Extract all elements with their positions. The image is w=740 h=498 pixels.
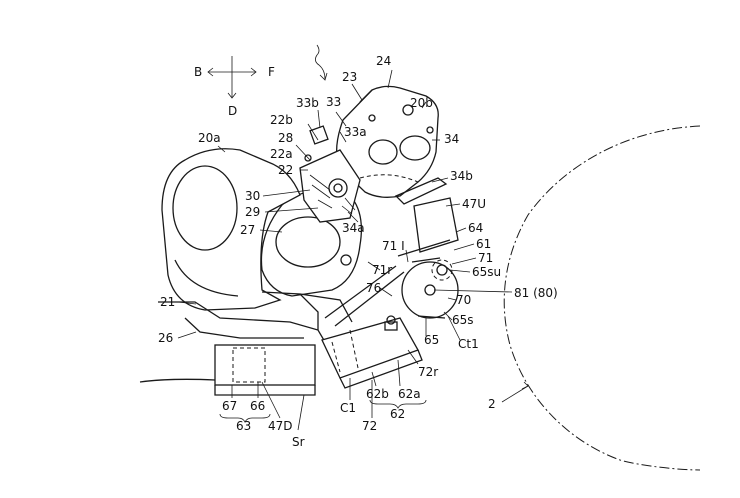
label-65: 65: [424, 333, 439, 347]
label-34a: 34a: [342, 221, 365, 235]
sprocket-70: [402, 258, 458, 318]
label-Sr: Sr: [292, 435, 305, 449]
label-63: 63: [236, 419, 251, 433]
label-20b: 20b: [410, 96, 433, 110]
label-62: 62: [390, 407, 405, 421]
label-29: 29: [245, 205, 260, 219]
label-20a: 20a: [198, 131, 221, 145]
label-66: 66: [250, 399, 265, 413]
label-24: 24: [376, 54, 391, 68]
squiggle-arrow: [315, 45, 325, 79]
label-81: 81 (80): [514, 286, 558, 300]
label-62b: 62b: [366, 387, 389, 401]
label-front: F: [268, 65, 275, 79]
label-down: D: [228, 104, 237, 118]
squiggle-arrow-head: [320, 73, 327, 80]
label-33: 33: [326, 95, 341, 109]
label-71I: 71 I: [382, 239, 405, 253]
label-67: 67: [222, 399, 237, 413]
label-64: 64: [468, 221, 483, 235]
label-72r: 72r: [418, 365, 438, 379]
label-65su: 65su: [472, 265, 501, 279]
label-33b: 33b: [296, 96, 319, 110]
unit-62: [322, 316, 422, 388]
label-30: 30: [245, 189, 260, 203]
label-71: 71: [478, 251, 493, 265]
label-27: 27: [240, 223, 255, 237]
label-34: 34: [444, 132, 459, 146]
label-34b: 34b: [450, 169, 473, 183]
label-22a: 22a: [270, 147, 293, 161]
label-2: 2: [488, 397, 496, 411]
label-71r: 71r: [372, 263, 392, 277]
label-70: 70: [456, 293, 471, 307]
label-22: 22: [278, 163, 293, 177]
label-28: 28: [278, 131, 293, 145]
label-76: 76: [366, 281, 381, 295]
label-61: 61: [476, 237, 491, 251]
label-21: 21: [160, 295, 175, 309]
label-47D: 47D: [268, 419, 293, 433]
label-33a: 33a: [344, 125, 367, 139]
label-back: B: [194, 65, 202, 79]
direction-legend: B F D: [194, 56, 275, 118]
label-26: 26: [158, 331, 173, 345]
label-23: 23: [342, 70, 357, 84]
label-Ct1: Ct1: [458, 337, 479, 351]
label-47U: 47U: [462, 197, 486, 211]
label-72: 72: [362, 419, 377, 433]
label-C1: C1: [340, 401, 356, 415]
label-22b: 22b: [270, 113, 293, 127]
label-65s: 65s: [452, 313, 474, 327]
label-62a: 62a: [398, 387, 421, 401]
